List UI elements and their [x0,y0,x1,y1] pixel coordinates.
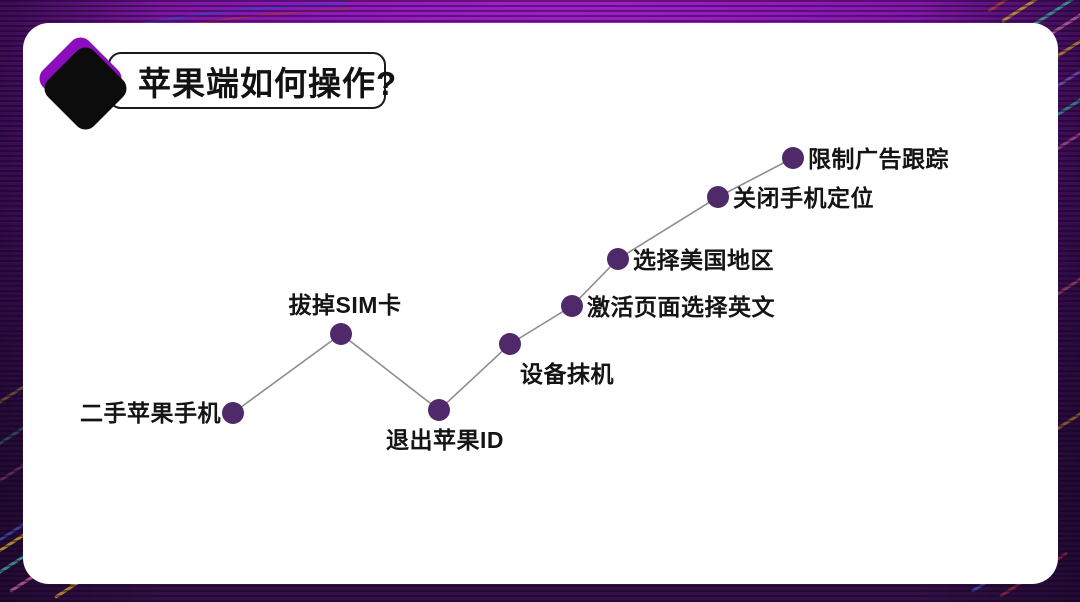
step-dot [222,402,244,424]
step-label: 选择美国地区 [633,247,774,273]
slide-card [23,23,1058,584]
step-dot [561,295,583,317]
step-label: 拔掉SIM卡 [288,292,402,318]
step-label: 关闭手机定位 [733,185,874,211]
step-label: 二手苹果手机 [80,400,221,426]
step-dot [782,147,804,169]
step-dot [428,399,450,421]
step-dot [707,186,729,208]
title-box: 苹果端如何操作? [108,52,396,109]
step-label: 限制广告跟踪 [808,146,949,172]
step-dot [607,248,629,270]
step-dot [330,323,352,345]
step-label: 激活页面选择英文 [587,294,775,320]
slide-title: 苹果端如何操作? [138,64,398,102]
step-connector-line [232,157,794,414]
step-label: 退出苹果ID [386,427,504,453]
step-label: 设备抹机 [520,361,614,387]
step-dot [499,333,521,355]
